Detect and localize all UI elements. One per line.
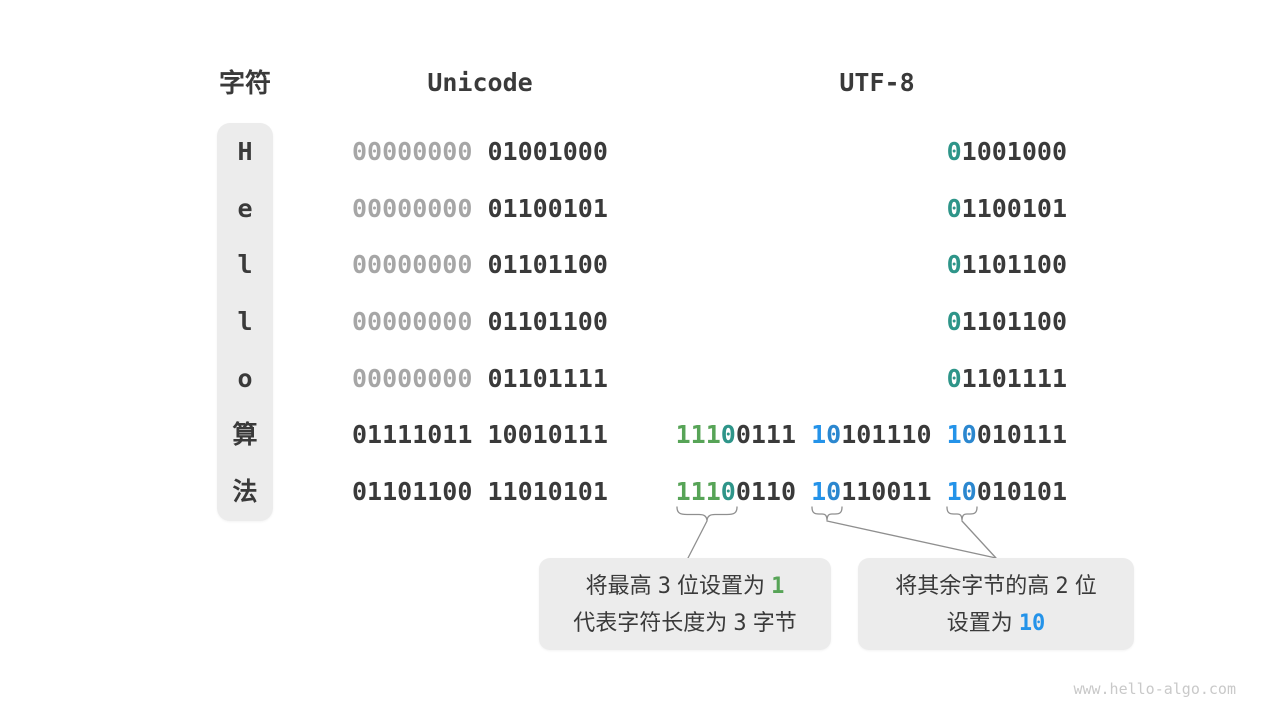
utf8-binary: 11100111 10101110 10010111 xyxy=(676,421,1067,449)
text-span: 将最高 xyxy=(585,573,658,598)
char-cell: H xyxy=(237,137,253,166)
utf8-binary: 01100101 xyxy=(947,195,1067,223)
char-cell: e xyxy=(237,194,253,223)
text-span: 设置为 xyxy=(946,610,1019,635)
char-cell: o xyxy=(237,364,253,393)
text-span: 0 xyxy=(946,307,962,336)
text-span: 01111011 10010111 xyxy=(352,420,608,449)
text-span: 0 xyxy=(720,420,736,449)
text-span: 1001000 xyxy=(961,137,1067,166)
utf8-binary: 01101100 xyxy=(947,308,1067,336)
text-span: 1100101 xyxy=(961,194,1067,223)
text-span: 010101 xyxy=(976,477,1067,506)
text-span: 字节 xyxy=(746,610,797,635)
text-span: 1 xyxy=(811,420,827,449)
char-cell: 算 xyxy=(232,420,258,449)
unicode-binary: 01111011 10010111 xyxy=(352,421,608,449)
text-span: 0110 xyxy=(735,477,812,506)
text-span: 111 xyxy=(675,420,721,449)
text-span: 00000000 xyxy=(352,194,488,223)
text-span: 0 xyxy=(720,477,736,506)
unicode-binary: 00000000 01101100 xyxy=(352,251,608,279)
text-span: 1101100 xyxy=(961,307,1067,336)
text-span: 0 xyxy=(826,420,842,449)
text-span: 010111 xyxy=(976,420,1067,449)
text-span: 0 xyxy=(961,477,977,506)
text-span: 0 xyxy=(946,194,962,223)
unicode-binary: 01101100 11010101 xyxy=(352,478,608,506)
text-span: 01101100 xyxy=(487,250,608,279)
text-span: 1101111 xyxy=(961,364,1067,393)
text-span: 位设置为 xyxy=(670,573,772,598)
connector-line-right xyxy=(961,520,997,559)
text-span: 01100101 xyxy=(487,194,608,223)
column-header-char: 字符 xyxy=(218,68,271,98)
text-span: 0 xyxy=(946,364,962,393)
underbrace-byte2-prefix xyxy=(811,506,843,521)
text-span: 00000000 xyxy=(352,250,488,279)
utf8-binary: 01001000 xyxy=(947,138,1067,166)
character-column-pill xyxy=(217,123,273,521)
text-span: 1 xyxy=(811,477,827,506)
text-span: 1 xyxy=(946,420,962,449)
utf8-binary: 11100110 10110011 10010101 xyxy=(676,478,1067,506)
callout-line: 将其余字节的高 2 位 xyxy=(858,567,1134,604)
utf8-binary: 01101111 xyxy=(947,365,1067,393)
text-span: 3 xyxy=(733,611,747,636)
unicode-binary: 00000000 01100101 xyxy=(352,195,608,223)
callout-line: 将最高 3 位设置为 1 xyxy=(539,567,831,604)
text-span: 0111 xyxy=(735,420,812,449)
text-span: 01101100 xyxy=(487,307,608,336)
watermark: www.hello-algo.com xyxy=(1073,680,1236,698)
unicode-binary: 00000000 01001000 xyxy=(352,138,608,166)
unicode-binary: 00000000 01101111 xyxy=(352,365,608,393)
connector-line-mid xyxy=(826,520,997,559)
text-span: 代表字符长度为 xyxy=(573,610,734,635)
text-span: 将其余字节的高 xyxy=(895,573,1056,598)
text-span: 110011 xyxy=(841,477,947,506)
text-span: 10 xyxy=(1018,611,1046,636)
underbrace-high-bits xyxy=(676,506,738,522)
utf8-binary: 01101100 xyxy=(947,251,1067,279)
text-span: 0 xyxy=(961,420,977,449)
text-span: 位 xyxy=(1068,573,1097,598)
char-cell: 法 xyxy=(232,477,258,506)
text-span: 101110 xyxy=(841,420,947,449)
text-span: 01101111 xyxy=(487,364,608,393)
callout-continuation-bits: 将其余字节的高 2 位设置为 10 xyxy=(858,558,1134,650)
text-span: 1 xyxy=(946,477,962,506)
unicode-binary: 00000000 01101100 xyxy=(352,308,608,336)
text-span: 0 xyxy=(826,477,842,506)
char-cell: l xyxy=(237,250,253,279)
text-span: 3 xyxy=(657,574,671,599)
text-span: 00000000 xyxy=(352,307,488,336)
text-span: 00000000 xyxy=(352,137,488,166)
column-header-utf8: UTF-8 xyxy=(839,68,915,97)
text-span: 01001000 xyxy=(487,137,608,166)
text-span: 00000000 xyxy=(352,364,488,393)
column-header-unicode: Unicode xyxy=(427,68,533,97)
connector-line-left xyxy=(687,520,708,559)
callout-line: 设置为 10 xyxy=(858,604,1134,641)
text-span: 111 xyxy=(675,477,721,506)
text-span: 1101100 xyxy=(961,250,1067,279)
underbrace-byte3-prefix xyxy=(946,506,978,521)
callout-line: 代表字符长度为 3 字节 xyxy=(539,604,831,641)
text-span: 0 xyxy=(946,137,962,166)
char-cell: l xyxy=(237,307,253,336)
text-span: 1 xyxy=(771,574,785,599)
text-span: 0 xyxy=(946,250,962,279)
text-span: 2 xyxy=(1055,574,1069,599)
text-span: 01101100 11010101 xyxy=(352,477,608,506)
